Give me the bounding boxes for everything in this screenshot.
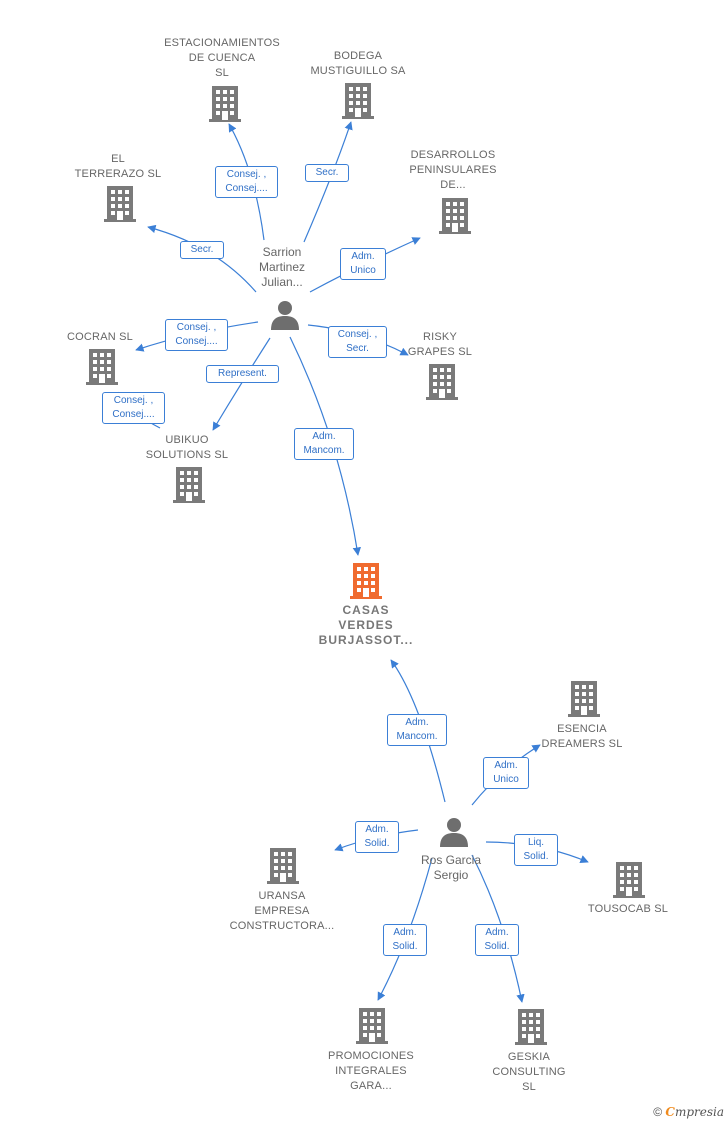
node-label-ubikuo[interactable]: UBIKUO SOLUTIONS SL (145, 434, 229, 461)
node-label-casas-verdes[interactable]: CASAS VERDES BURJASSOT... (318, 603, 414, 647)
edge-label-uransa[interactable]: Adm. Solid. (355, 821, 399, 853)
building-icon-tousocab[interactable] (613, 862, 645, 898)
edge-label-casas-bottom[interactable]: Adm. Mancom. (387, 714, 447, 746)
node-label-cocran[interactable]: COCRAN SL (67, 331, 133, 343)
person-icon-sarrion[interactable] (271, 301, 299, 330)
node-label-promociones[interactable]: PROMOCIONES INTEGRALES GARA... (328, 1050, 414, 1092)
person-label-ros[interactable]: Ros Garcia Sergio (420, 853, 482, 882)
person-label-sarrion[interactable]: Sarrion Martinez Julian... (258, 245, 305, 289)
edge-label-geskia[interactable]: Adm. Solid. (475, 924, 519, 956)
building-icon-el-terrerazo[interactable] (104, 186, 136, 222)
edge-label-esencia[interactable]: Adm. Unico (483, 757, 529, 789)
edge-label-el-terrerazo[interactable]: Secr. (180, 241, 224, 259)
building-icon-cocran[interactable] (86, 349, 118, 385)
building-icon-bodega[interactable] (342, 83, 374, 119)
node-label-desarrollos[interactable]: DESARROLLOS PENINSULARES DE... (409, 149, 497, 191)
edge-label-desarrollos[interactable]: Adm. Unico (340, 248, 386, 280)
building-icon-desarrollos[interactable] (439, 198, 471, 234)
building-icon-ubikuo[interactable] (173, 467, 205, 503)
edge-label-cocran[interactable]: Consej. , Consej.... (165, 319, 228, 351)
node-label-tousocab[interactable]: TOUSOCAB SL (587, 903, 669, 915)
edge-label-casas-top[interactable]: Adm. Mancom. (294, 428, 354, 460)
edge-label-tousocab[interactable]: Liq. Solid. (514, 834, 558, 866)
edge-label-risky[interactable]: Consej. , Secr. (328, 326, 387, 358)
node-label-risky[interactable]: RISKY GRAPES SL (407, 331, 473, 358)
brand-logo[interactable]: Cmpresia (665, 1105, 724, 1119)
footer-brand: © Cmpresia (653, 1105, 724, 1119)
node-label-uransa[interactable]: URANSA EMPRESA CONSTRUCTORA... (229, 890, 335, 932)
node-label-geskia[interactable]: GESKIA CONSULTING SL (492, 1051, 566, 1093)
edge-label-promociones[interactable]: Adm. Solid. (383, 924, 427, 956)
node-label-esencia[interactable]: ESENCIA DREAMERS SL (541, 723, 623, 750)
edge-label-estacionamientos[interactable]: Consej. , Consej.... (215, 166, 278, 198)
node-label-el-terrerazo[interactable]: EL TERRERAZO SL (74, 153, 162, 180)
building-icon-promociones[interactable] (356, 1008, 388, 1044)
building-icon-casas-verdes[interactable] (350, 563, 382, 599)
edge-line-bodega (303, 121, 353, 243)
node-label-bodega[interactable]: BODEGA MUSTIGUILLO SA (310, 50, 406, 77)
building-icon-estacionamientos[interactable] (209, 86, 241, 122)
person-icon-ros[interactable] (440, 818, 468, 847)
edge-label-bodega[interactable]: Secr. (305, 164, 349, 182)
edge-label-ubikuo[interactable]: Represent. (206, 365, 279, 383)
building-icon-esencia[interactable] (568, 681, 600, 717)
building-icon-risky[interactable] (426, 364, 458, 400)
copyright-symbol: © (653, 1105, 663, 1119)
building-icon-uransa[interactable] (267, 848, 299, 884)
edge-line-ubikuo (212, 337, 271, 431)
building-icon-geskia[interactable] (515, 1009, 547, 1045)
node-label-estacionamientos[interactable]: ESTACIONAMIENTOS DE CUENCA SL (164, 37, 280, 79)
edge-label-cocran-ubikuo[interactable]: Consej. , Consej.... (102, 392, 165, 424)
